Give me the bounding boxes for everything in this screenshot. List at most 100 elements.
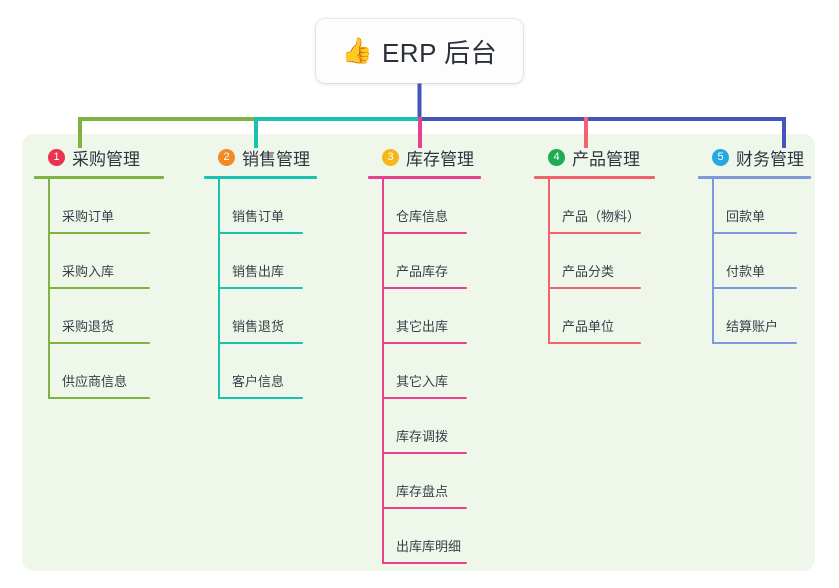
root-node[interactable]: 👍 ERP 后台 xyxy=(316,19,523,83)
branch-item-label: 回款单 xyxy=(726,209,766,224)
branch-item[interactable]: 销售退货 xyxy=(204,289,317,344)
diagram-background-panel xyxy=(22,134,815,571)
branch-header-5[interactable]: 5 财务管理 xyxy=(698,144,811,170)
branch-item-label: 销售退货 xyxy=(232,319,285,334)
branch-item[interactable]: 采购入库 xyxy=(34,234,164,289)
branch-rule-3 xyxy=(368,176,481,179)
branch-item[interactable]: 出库库明细 xyxy=(368,509,481,564)
branch-item[interactable]: 库存盘点 xyxy=(368,454,481,509)
branch-item-rule xyxy=(712,287,797,289)
branch-item[interactable]: 销售出库 xyxy=(204,234,317,289)
branch-item[interactable]: 产品单位 xyxy=(534,289,655,344)
root-title: ERP 后台 xyxy=(381,37,498,68)
branch-spine xyxy=(48,179,50,399)
branch-item-label: 结算账户 xyxy=(726,319,779,334)
branch-item-rule xyxy=(382,232,467,234)
branch-item-rule xyxy=(382,342,467,344)
branch-item-label: 产品（物料） xyxy=(562,209,641,224)
branch-badge-4: 4 xyxy=(548,148,565,166)
branch-rule-5 xyxy=(698,176,811,179)
branch-header-1[interactable]: 1 采购管理 xyxy=(34,144,164,170)
branch-items-5: 回款单付款单结算账户 xyxy=(698,179,811,344)
branch-item[interactable]: 库存调拨 xyxy=(368,399,481,454)
branch-item[interactable]: 仓库信息 xyxy=(368,179,481,234)
branch-item-rule xyxy=(712,342,797,344)
branch-item-label: 采购订单 xyxy=(62,209,115,224)
branch-item-rule xyxy=(218,232,303,234)
branch-column-3: 3 库存管理 仓库信息产品库存其它出库其它入库库存调拨库存盘点出库库明细 xyxy=(368,144,481,564)
branch-spine xyxy=(218,179,220,399)
branch-item-rule xyxy=(48,397,150,399)
branch-item-label: 采购退货 xyxy=(62,319,115,334)
branch-column-5: 5 财务管理 回款单付款单结算账户 xyxy=(698,144,811,344)
branch-item-label: 采购入库 xyxy=(62,264,115,279)
branch-header-3[interactable]: 3 库存管理 xyxy=(368,144,481,170)
branch-item-rule xyxy=(382,287,467,289)
branch-item-label: 其它入库 xyxy=(396,374,449,389)
branch-item-rule xyxy=(712,232,797,234)
branch-item-label: 仓库信息 xyxy=(396,209,449,224)
branch-title-2: 销售管理 xyxy=(242,149,310,169)
branch-item[interactable]: 产品库存 xyxy=(368,234,481,289)
branch-item[interactable]: 客户信息 xyxy=(204,344,317,399)
branch-item-rule xyxy=(382,562,467,564)
branch-item-label: 供应商信息 xyxy=(62,374,128,389)
branch-item-rule xyxy=(548,287,641,289)
branch-item-label: 产品单位 xyxy=(562,319,615,334)
branch-item-rule xyxy=(218,287,303,289)
branch-item[interactable]: 其它入库 xyxy=(368,344,481,399)
branch-item-rule xyxy=(382,397,467,399)
branch-item[interactable]: 其它出库 xyxy=(368,289,481,344)
branch-title-4: 产品管理 xyxy=(572,149,640,169)
branch-column-2: 2 销售管理 销售订单销售出库销售退货客户信息 xyxy=(204,144,317,399)
branch-header-4[interactable]: 4 产品管理 xyxy=(534,144,655,170)
branch-item-label: 库存盘点 xyxy=(396,484,449,499)
branch-item-label: 产品库存 xyxy=(396,264,449,279)
branch-rule-2 xyxy=(204,176,317,179)
branch-item-rule xyxy=(382,452,467,454)
branch-item-label: 销售出库 xyxy=(232,264,285,279)
branch-header-2[interactable]: 2 销售管理 xyxy=(204,144,317,170)
branch-item[interactable]: 结算账户 xyxy=(698,289,811,344)
branch-item-rule xyxy=(218,342,303,344)
branch-badge-2: 2 xyxy=(218,148,235,166)
branch-spine xyxy=(382,179,384,564)
branch-item-rule xyxy=(218,397,303,399)
branch-item[interactable]: 产品（物料） xyxy=(534,179,655,234)
branch-spine xyxy=(712,179,714,344)
branch-item[interactable]: 产品分类 xyxy=(534,234,655,289)
branch-item-rule xyxy=(48,342,150,344)
branch-item-rule xyxy=(548,232,641,234)
thumbs-up-icon: 👍 xyxy=(341,36,373,65)
branch-item[interactable]: 回款单 xyxy=(698,179,811,234)
branch-rule-1 xyxy=(34,176,164,179)
branch-item[interactable]: 付款单 xyxy=(698,234,811,289)
branch-spine xyxy=(548,179,550,344)
branch-items-4: 产品（物料） 产品分类产品单位 xyxy=(534,179,655,344)
branch-item-label: 付款单 xyxy=(726,264,766,279)
branch-rule-4 xyxy=(534,176,655,179)
branch-column-4: 4 产品管理 产品（物料） 产品分类产品单位 xyxy=(534,144,655,344)
branch-badge-3: 3 xyxy=(382,148,399,166)
branch-item-rule xyxy=(382,507,467,509)
branch-item[interactable]: 供应商信息 xyxy=(34,344,164,399)
branch-item-label: 产品分类 xyxy=(562,264,615,279)
branch-item-rule xyxy=(548,342,641,344)
branch-item-label: 出库库明细 xyxy=(396,539,462,554)
branch-title-3: 库存管理 xyxy=(406,149,474,169)
branch-item[interactable]: 采购退货 xyxy=(34,289,164,344)
branch-badge-1: 1 xyxy=(48,148,65,166)
branch-item-label: 库存调拨 xyxy=(396,429,449,444)
branch-items-1: 采购订单采购入库采购退货供应商信息 xyxy=(34,179,164,399)
branch-item[interactable]: 销售订单 xyxy=(204,179,317,234)
branch-title-5: 财务管理 xyxy=(736,149,804,169)
branch-item-rule xyxy=(48,232,150,234)
branch-items-2: 销售订单销售出库销售退货客户信息 xyxy=(204,179,317,399)
branch-item-label: 客户信息 xyxy=(232,374,285,389)
branch-item[interactable]: 采购订单 xyxy=(34,179,164,234)
branch-title-1: 采购管理 xyxy=(72,149,140,169)
branch-items-3: 仓库信息产品库存其它出库其它入库库存调拨库存盘点出库库明细 xyxy=(368,179,481,564)
branch-badge-5: 5 xyxy=(712,148,729,166)
branch-item-label: 销售订单 xyxy=(232,209,285,224)
